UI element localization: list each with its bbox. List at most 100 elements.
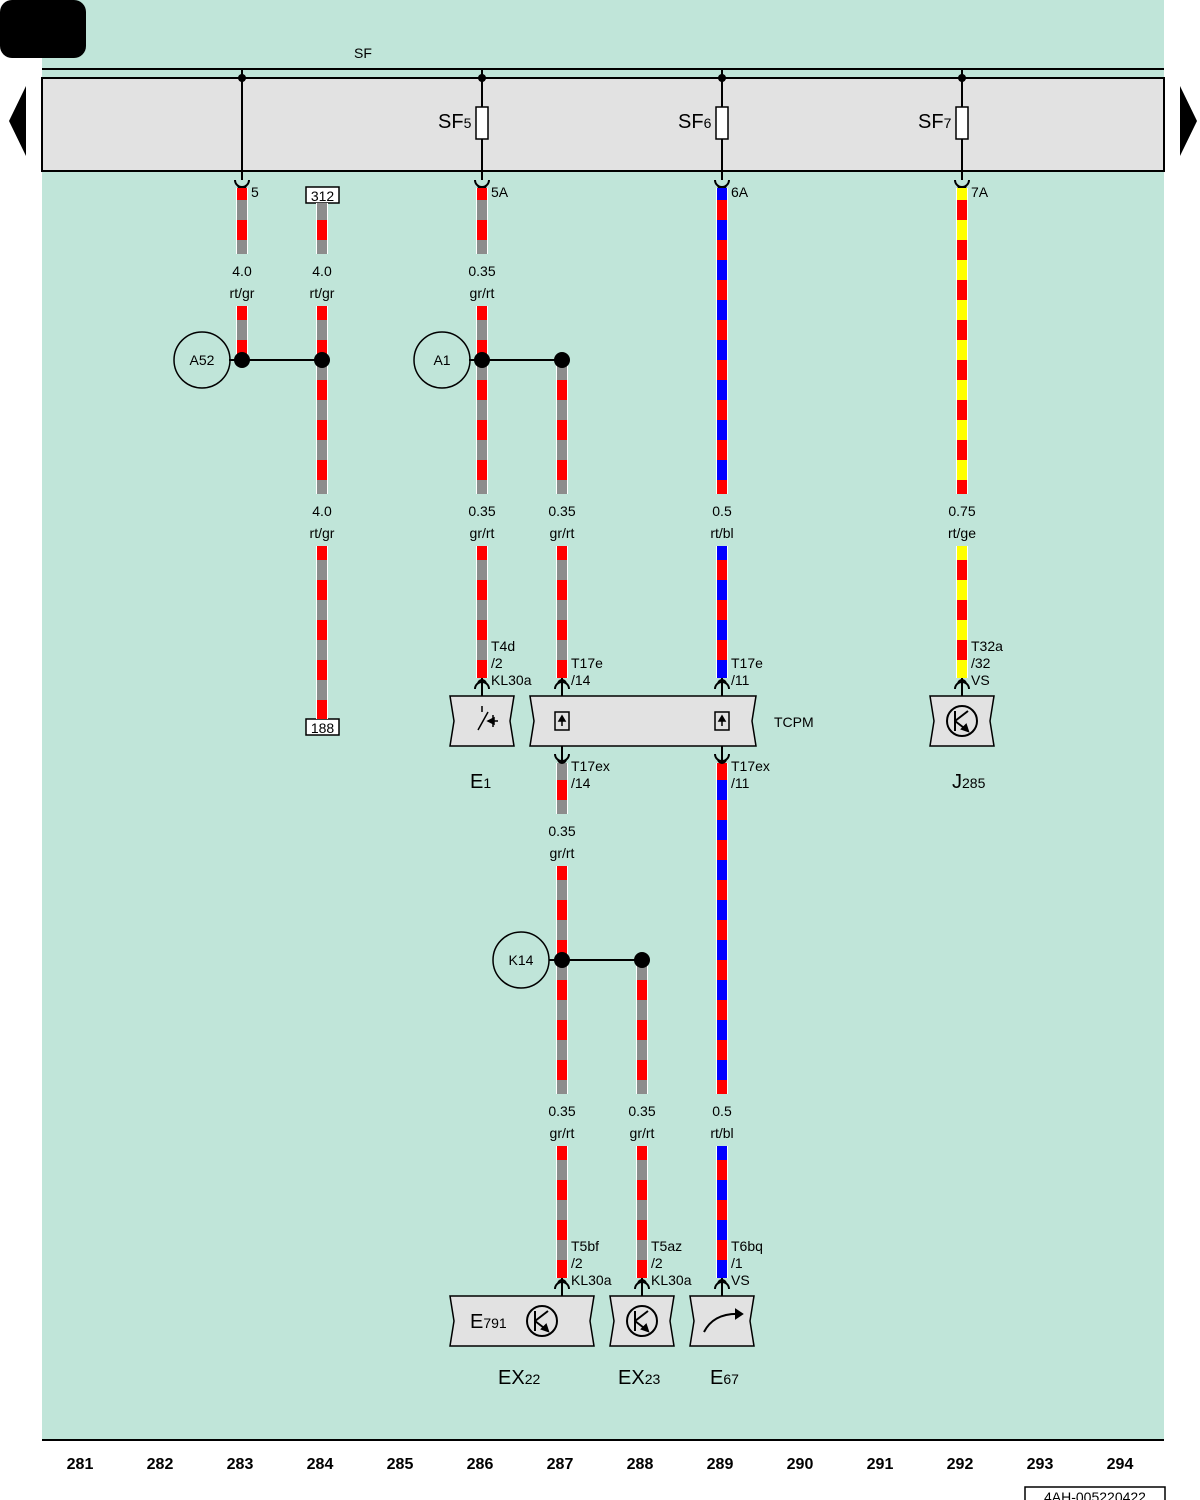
pin-label: KL30a bbox=[651, 1272, 692, 1288]
fuse-sf6[interactable]: SF6 bbox=[678, 106, 729, 140]
wire-size: 0.5 bbox=[712, 1103, 732, 1119]
pin-label: T5az bbox=[651, 1238, 682, 1254]
fuse-index: 6 bbox=[704, 115, 712, 131]
pin-label: T32a bbox=[971, 638, 1003, 654]
column-number: 284 bbox=[307, 1456, 334, 1473]
wire-size: 0.35 bbox=[468, 503, 495, 519]
pin-label: T6bq bbox=[731, 1238, 763, 1254]
doc-id-box: 4AH-005220422 bbox=[1024, 1486, 1166, 1500]
wire-color: gr/rt bbox=[470, 285, 495, 301]
fuse-icon bbox=[955, 106, 969, 140]
ref-box-312[interactable]: 312 bbox=[305, 186, 340, 204]
component-e1[interactable]: E1 bbox=[449, 695, 515, 793]
wire-color: gr/rt bbox=[630, 1125, 655, 1141]
svg-text:SF7: SF7 bbox=[918, 111, 952, 133]
fuse-sf7[interactable]: SF7 bbox=[918, 106, 969, 140]
wire-color: gr/rt bbox=[550, 525, 575, 541]
svg-text:E67: E67 bbox=[710, 1367, 739, 1389]
component-e67[interactable]: E67 bbox=[689, 1295, 755, 1389]
wire-size: 0.35 bbox=[468, 263, 495, 279]
wire-color: rt/bl bbox=[710, 1125, 733, 1141]
component-j285[interactable]: J285 bbox=[929, 695, 995, 793]
pin-label: T17ex bbox=[731, 758, 770, 774]
column-number: 285 bbox=[387, 1456, 414, 1473]
node-k14-label: K14 bbox=[509, 952, 534, 968]
component-number: 1 bbox=[483, 775, 491, 791]
fuse-name: SF bbox=[438, 111, 464, 133]
fuse-bar bbox=[41, 77, 1165, 172]
node-k14[interactable]: K14 bbox=[492, 931, 550, 989]
node-a1-label: A1 bbox=[433, 352, 450, 368]
node-a52-label: A52 bbox=[190, 352, 215, 368]
node-a1[interactable]: A1 bbox=[413, 331, 471, 389]
wire-color: rt/gr bbox=[230, 285, 255, 301]
svg-text:E1: E1 bbox=[470, 771, 491, 793]
corner-tab bbox=[0, 0, 86, 58]
component-tcpm[interactable]: TCPM bbox=[529, 695, 814, 747]
terminal-icon bbox=[554, 711, 730, 731]
wire-color: rt/gr bbox=[310, 525, 335, 541]
pin-label: /2 bbox=[491, 655, 503, 671]
wire-size: 0.75 bbox=[948, 503, 975, 519]
tcpm-label: TCPM bbox=[774, 714, 814, 730]
svg-text:SF5: SF5 bbox=[438, 111, 472, 133]
transistor-icon bbox=[626, 1305, 658, 1337]
component-number: 22 bbox=[525, 1371, 541, 1387]
fuse-icon bbox=[715, 106, 729, 140]
wire-color: rt/gr bbox=[310, 285, 335, 301]
wire-labels: 4.0 rt/gr 4.0 rt/gr 4.0 rt/gr 0.35 gr/rt… bbox=[230, 263, 977, 1141]
node-a52[interactable]: A52 bbox=[173, 331, 231, 389]
wire-size: 0.35 bbox=[628, 1103, 655, 1119]
next-arrow-icon[interactable] bbox=[1180, 86, 1197, 156]
column-number: 290 bbox=[787, 1456, 814, 1473]
pin-label: VS bbox=[971, 672, 990, 688]
svg-text:EX22: EX22 bbox=[498, 1367, 540, 1389]
component-letter: J bbox=[952, 771, 962, 793]
wire-color: gr/rt bbox=[550, 845, 575, 861]
component-letter: E bbox=[710, 1367, 723, 1389]
pin-label: /32 bbox=[971, 655, 991, 671]
previous-arrow-icon[interactable] bbox=[9, 86, 26, 156]
doc-id: 4AH-005220422 bbox=[1044, 1489, 1146, 1500]
fuse-sf5[interactable]: SF5 bbox=[438, 106, 489, 140]
connector-5a: 5A bbox=[491, 184, 509, 200]
column-numbers: 281 282 283 284 285 286 287 288 289 290 … bbox=[67, 1456, 1134, 1473]
ref-box-188[interactable]: 188 bbox=[305, 718, 340, 736]
pin-label: T17ex bbox=[571, 758, 610, 774]
ref-312-label: 312 bbox=[311, 188, 335, 204]
bus-label: SF bbox=[354, 45, 372, 61]
pin-label: T5bf bbox=[571, 1238, 599, 1254]
wire-color: gr/rt bbox=[470, 525, 495, 541]
component-ex22[interactable]: E791 EX22 bbox=[449, 1295, 595, 1389]
component-ex23[interactable]: EX23 bbox=[609, 1295, 675, 1389]
component-number: 67 bbox=[723, 1371, 739, 1387]
pin-label: T17e bbox=[731, 655, 763, 671]
wire-size: 4.0 bbox=[312, 263, 332, 279]
svg-text:J285: J285 bbox=[952, 771, 986, 793]
e791-number: 791 bbox=[483, 1315, 507, 1331]
column-number: 282 bbox=[147, 1456, 174, 1473]
component-number: 23 bbox=[645, 1371, 661, 1387]
connector-5: 5 bbox=[251, 184, 259, 200]
transistor-icon bbox=[946, 705, 978, 737]
wire-size: 0.35 bbox=[548, 1103, 575, 1119]
column-number: 281 bbox=[67, 1456, 94, 1473]
ref-188-label: 188 bbox=[311, 720, 335, 736]
column-number: 283 bbox=[227, 1456, 254, 1473]
wire-size: 0.35 bbox=[548, 823, 575, 839]
transistor-icon bbox=[526, 1305, 558, 1337]
connector-6a: 6A bbox=[731, 184, 749, 200]
column-number: 292 bbox=[947, 1456, 974, 1473]
column-number: 294 bbox=[1107, 1456, 1134, 1473]
fuse-name: SF bbox=[678, 111, 704, 133]
svg-text:EX23: EX23 bbox=[618, 1367, 660, 1389]
pin-label: /2 bbox=[571, 1255, 583, 1271]
component-letter: EX bbox=[498, 1367, 525, 1389]
pin-labels: T4d /2 KL30a T17e /14 T17e /11 T32a /32 … bbox=[491, 638, 1003, 1288]
pin-label: T17e bbox=[571, 655, 603, 671]
component-letter: E bbox=[470, 771, 483, 793]
connector-7a: 7A bbox=[971, 184, 989, 200]
wire-size: 4.0 bbox=[312, 503, 332, 519]
wire-size: 0.5 bbox=[712, 503, 732, 519]
